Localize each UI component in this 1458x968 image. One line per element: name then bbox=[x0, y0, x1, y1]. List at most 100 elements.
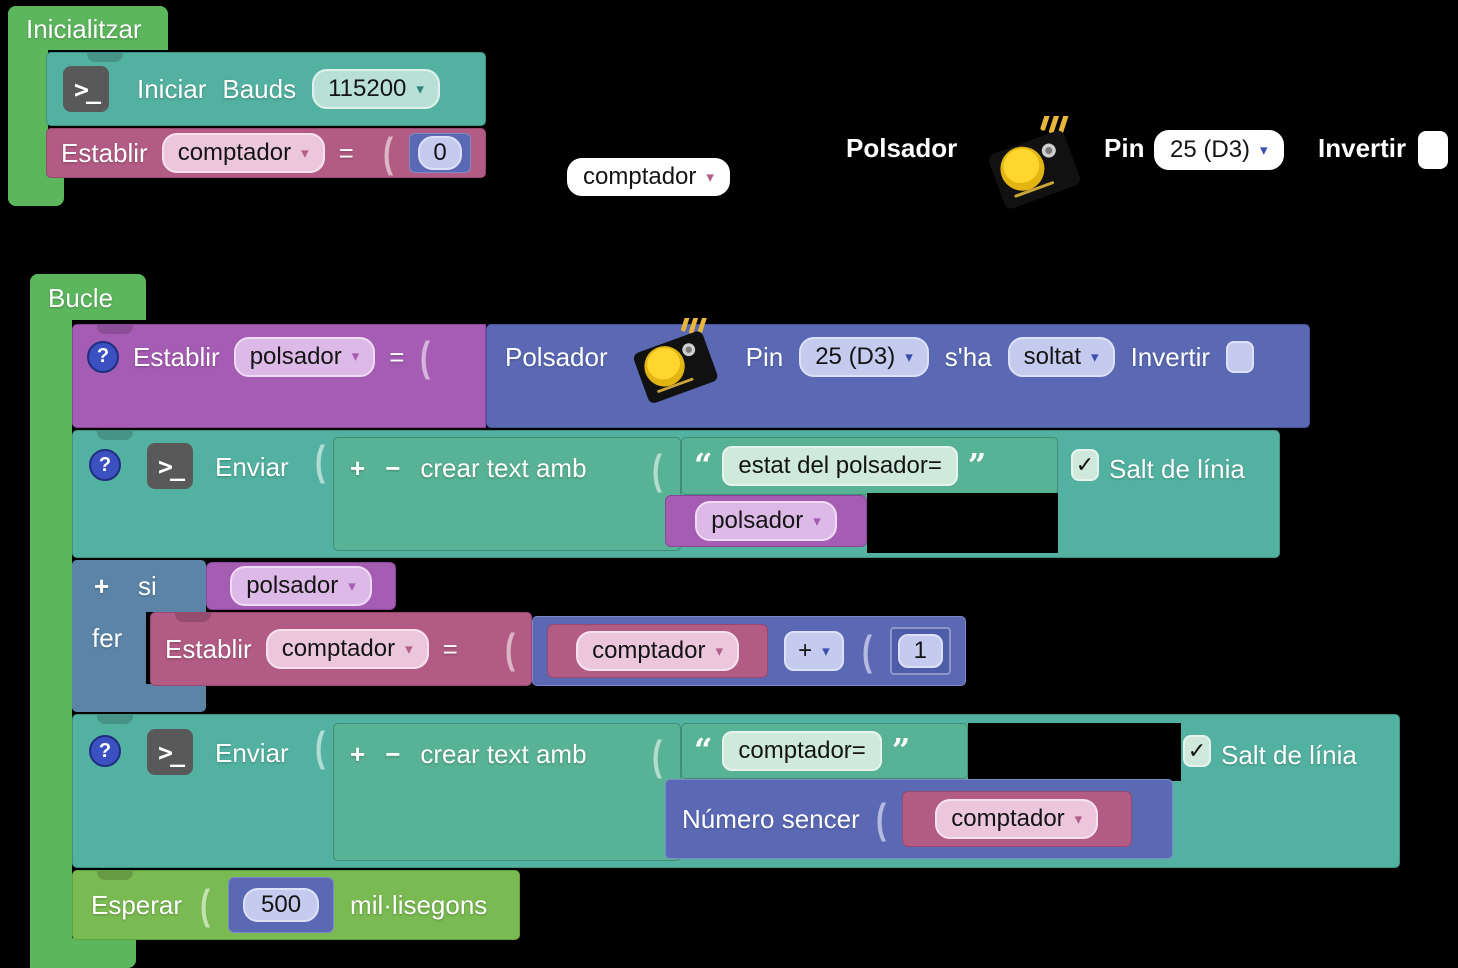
set-button-block[interactable]: ? Establir polsador ▾ = bbox=[72, 324, 486, 428]
counter-variable-dropdown[interactable]: comptador ▾ bbox=[265, 629, 429, 669]
init-set-counter-block[interactable]: Establir comptador ▾ = 0 bbox=[46, 128, 486, 178]
create-text-block[interactable]: + − crear text amb bbox=[333, 437, 681, 551]
terminal-icon: >_ bbox=[147, 443, 193, 489]
equals-label: = bbox=[389, 341, 405, 372]
value-socket bbox=[420, 341, 430, 373]
if-mutator-plus-button[interactable]: + bbox=[94, 571, 110, 601]
empty-input-gap bbox=[867, 493, 1058, 553]
value-socket bbox=[652, 454, 662, 486]
event-value: soltat bbox=[1023, 343, 1082, 371]
remove-item-button[interactable]: − bbox=[385, 739, 401, 769]
init-hat-label: Inicialitzar bbox=[26, 14, 142, 44]
pin-dropdown[interactable]: 25 (D3) ▾ bbox=[799, 337, 929, 377]
state-variable-dropdown[interactable]: polsador ▾ bbox=[695, 501, 837, 541]
init-hat-spine[interactable] bbox=[8, 6, 48, 206]
counter-getter-block[interactable]: comptador ▾ bbox=[547, 624, 769, 678]
floating-invert-checkbox[interactable] bbox=[1418, 131, 1448, 169]
newline-checkbox[interactable]: ✓ bbox=[1071, 449, 1099, 481]
close-quote-icon: ” bbox=[891, 731, 911, 770]
text-string-block[interactable]: “ estat del polsador= ” bbox=[681, 437, 1058, 495]
cast-integer-block[interactable]: Número sencer comptador ▾ bbox=[665, 779, 1173, 859]
dropdown-arrow-icon: ▾ bbox=[715, 642, 723, 660]
statement-notch bbox=[175, 613, 211, 622]
counter-variable-dropdown[interactable]: comptador ▾ bbox=[161, 133, 325, 173]
value-socket bbox=[383, 137, 393, 169]
open-quote-icon: “ bbox=[694, 731, 713, 770]
arithmetic-block[interactable]: comptador ▾ + ▾ 1 bbox=[532, 616, 966, 686]
increment-counter-block[interactable]: Establir comptador ▾ = bbox=[150, 612, 532, 686]
state-variable-block[interactable]: polsador ▾ bbox=[665, 495, 867, 547]
serial-init-label: Iniciar bbox=[137, 73, 207, 104]
button-variable-dropdown[interactable]: polsador ▾ bbox=[233, 337, 376, 377]
help-icon[interactable]: ? bbox=[89, 449, 121, 481]
remove-item-button[interactable]: − bbox=[385, 453, 401, 483]
dropdown-arrow-icon: ▾ bbox=[301, 144, 309, 162]
text-string-field[interactable]: comptador= bbox=[722, 731, 882, 771]
dropdown-arrow-icon: ▾ bbox=[905, 348, 913, 366]
newline-checkbox[interactable]: ✓ bbox=[1183, 735, 1211, 767]
condition-variable-block[interactable]: polsador ▾ bbox=[206, 562, 396, 610]
wait-number-block[interactable]: 500 bbox=[228, 877, 335, 933]
if-block-foot[interactable] bbox=[72, 684, 206, 712]
statement-notch bbox=[87, 53, 123, 62]
counter-getter-dropdown[interactable]: comptador ▾ bbox=[935, 799, 1099, 839]
value-socket bbox=[315, 731, 325, 763]
dropdown-arrow-icon: ▾ bbox=[416, 80, 424, 98]
set-label: Establir bbox=[61, 137, 148, 168]
counter-getter-name: comptador bbox=[592, 637, 706, 665]
baud-rate-dropdown[interactable]: 115200 ▾ bbox=[312, 69, 440, 109]
dropdown-arrow-icon: ▾ bbox=[706, 168, 714, 186]
statement-notch bbox=[97, 431, 133, 440]
set-label: Establir bbox=[165, 633, 252, 664]
text-string-field[interactable]: estat del polsador= bbox=[722, 446, 958, 486]
open-quote-icon: “ bbox=[694, 446, 713, 485]
pushbutton-module-image bbox=[988, 116, 1080, 209]
value-socket bbox=[876, 803, 886, 835]
counter-variable-name: comptador bbox=[177, 139, 292, 167]
set-label: Establir bbox=[133, 341, 220, 372]
event-dropdown[interactable]: soltat ▾ bbox=[1007, 337, 1115, 377]
send-label: Enviar bbox=[215, 738, 289, 768]
dropdown-arrow-icon: ▾ bbox=[822, 642, 830, 660]
invert-checkbox[interactable] bbox=[1226, 341, 1255, 373]
send-state-block[interactable]: ? >_ Enviar + − crear text amb “ estat d… bbox=[72, 430, 1280, 558]
serial-init-block[interactable]: >_ Iniciar Bauds 115200 ▾ bbox=[46, 52, 486, 126]
empty-input-gap bbox=[968, 723, 1181, 781]
send-counter-block[interactable]: ? >_ Enviar + − crear text amb “ comptad… bbox=[72, 714, 1400, 868]
counter-getter-name: comptador bbox=[951, 805, 1065, 833]
loop-hat-spine[interactable] bbox=[30, 274, 72, 968]
counter-getter-dropdown[interactable]: comptador ▾ bbox=[576, 631, 739, 671]
increment-number-field[interactable]: 1 bbox=[897, 634, 943, 668]
create-text-block[interactable]: + − crear text amb bbox=[333, 723, 681, 861]
floating-pin-dropdown[interactable]: 25 (D3) ▾ bbox=[1154, 130, 1284, 170]
wait-number-field[interactable]: 500 bbox=[243, 888, 320, 922]
equals-label: = bbox=[442, 633, 458, 664]
help-icon[interactable]: ? bbox=[89, 735, 121, 767]
statement-notch bbox=[97, 871, 133, 880]
number-value-block[interactable]: 0 bbox=[409, 133, 471, 173]
condition-variable-dropdown[interactable]: polsador ▾ bbox=[230, 566, 372, 606]
bauds-label: Bauds bbox=[222, 73, 297, 104]
wait-unit-label: mil·lisegons bbox=[350, 889, 488, 920]
pin-label: Pin bbox=[745, 341, 784, 372]
add-item-button[interactable]: + bbox=[350, 739, 366, 769]
dropdown-arrow-icon: ▾ bbox=[1260, 141, 1268, 159]
text-string-block[interactable]: “ comptador= ” bbox=[681, 723, 968, 779]
newline-label: Salt de línia bbox=[1221, 740, 1357, 770]
floating-variable-getter[interactable]: comptador ▾ bbox=[567, 158, 730, 196]
help-icon[interactable]: ? bbox=[87, 340, 119, 373]
do-label: fer bbox=[92, 623, 123, 653]
if-label: si bbox=[138, 571, 157, 601]
create-text-label: crear text amb bbox=[420, 739, 587, 769]
number-field[interactable]: 0 bbox=[418, 136, 462, 170]
operator-dropdown[interactable]: + ▾ bbox=[784, 631, 844, 671]
add-item-button[interactable]: + bbox=[350, 453, 366, 483]
init-hat-foot[interactable] bbox=[8, 176, 64, 206]
counter-getter-block[interactable]: comptador ▾ bbox=[901, 791, 1132, 847]
wait-block[interactable]: Esperar 500 mil·lisegons bbox=[72, 870, 520, 940]
button-sensor-block[interactable]: Polsador Pin 25 (D3) ▾ s'ha so bbox=[486, 318, 1310, 428]
dropdown-arrow-icon: ▾ bbox=[1074, 810, 1083, 828]
loop-hat-foot[interactable] bbox=[30, 938, 136, 968]
button-variable-name: polsador bbox=[249, 343, 342, 370]
dropdown-arrow-icon: ▾ bbox=[813, 512, 821, 530]
